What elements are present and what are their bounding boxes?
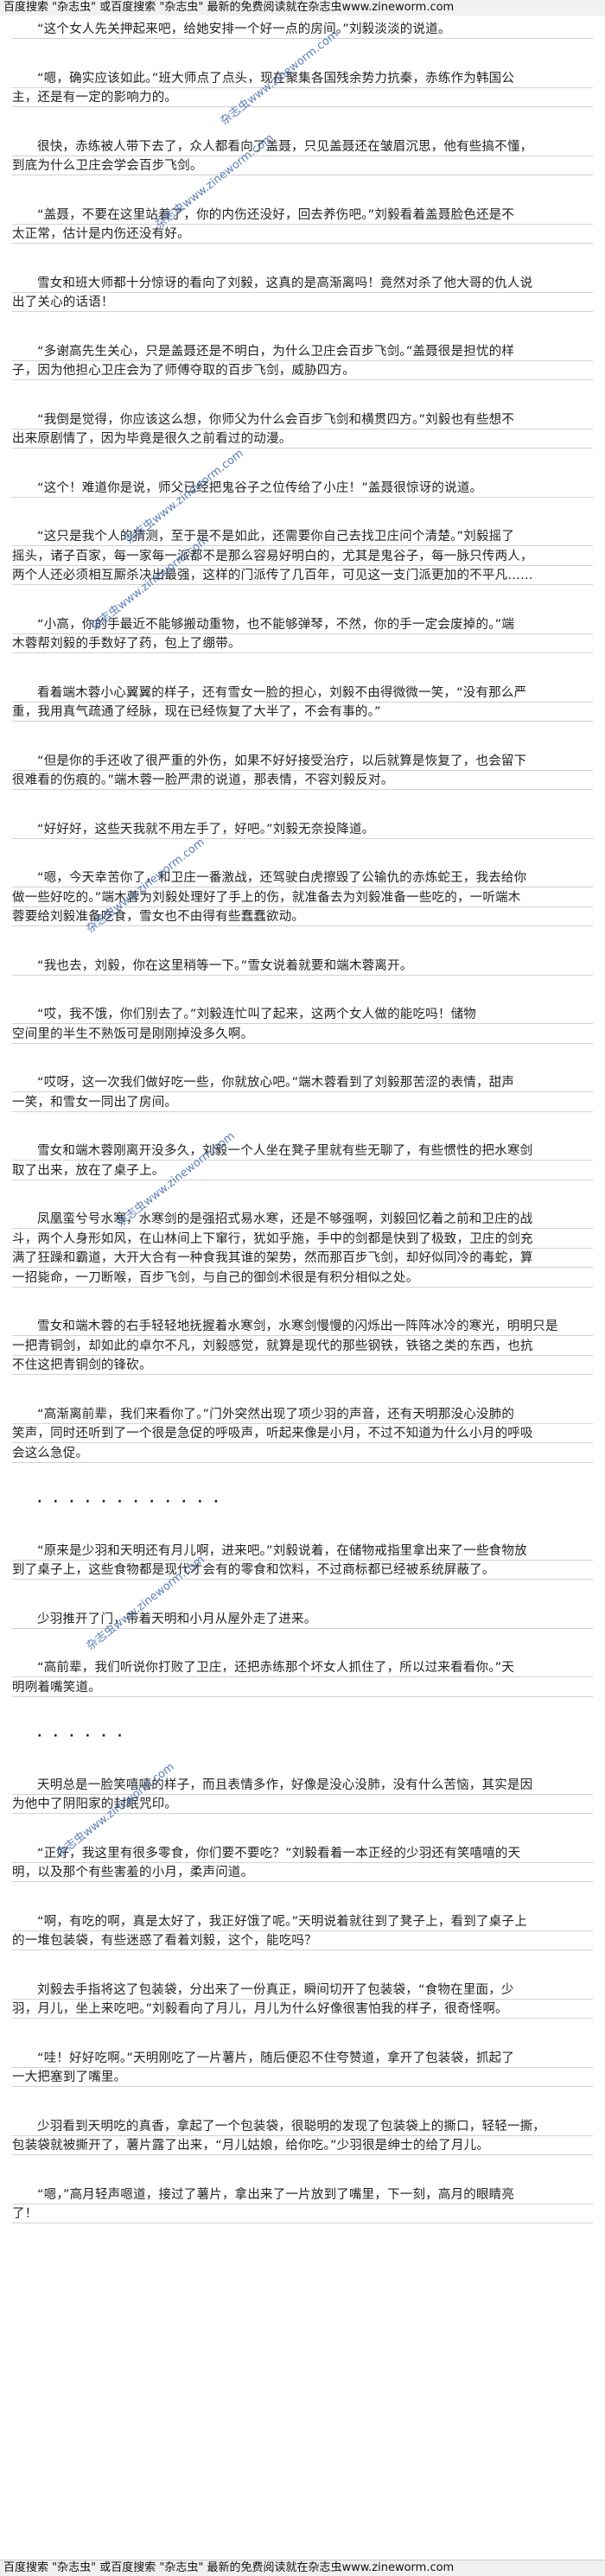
- paragraph-line: 天明总是一脸笑嘻嘻的样子，而且表情多作，好像是没心没肺，没有什么苦恼，其实是因: [12, 1777, 593, 1795]
- paragraph-line: 重，我用真气疏通了经脉，现在已经恢复了大半了，不会有事的。”: [12, 703, 593, 722]
- paragraph-line: 凤凰蛮兮号水寒，水寒剑的是强招式易水寒，还是不够强啊，刘毅回忆着之前和卫庄的战: [12, 1211, 593, 1229]
- top-banner: 百度搜索 "杂志虫" 或百度搜索 "杂志虫" 最新的免费阅读就在杂志虫www.z…: [0, 0, 605, 16]
- paragraph-line: 做一些好吃的。”端木蓉为刘毅处理好了手上的伤，就准备去为刘毅准备一些吃的，一听端…: [12, 889, 593, 907]
- paragraph-line: “高前辈，我们听说你打败了卫庄，还把赤练那个坏女人抓住了，所以过来看看你。”天: [12, 1659, 593, 1677]
- paragraph-line: 一笑，和雪女一同出了房间。: [12, 1094, 593, 1112]
- paragraph-line: “我倒是觉得，你应该这么想，你师父为什么会百步飞剑和横贯四方。”刘毅也有些想不: [12, 411, 593, 429]
- paragraph-line: 看着端木蓉小心翼翼的样子，还有雪女一脸的担心，刘毅不由得微微一笑，“没有那么严: [12, 684, 593, 703]
- paragraph-line: “好好好，这些天我就不用左手了，好吧。”刘毅无奈投降道。: [12, 821, 593, 839]
- section-separator: · · · · · ·: [37, 1729, 126, 1743]
- paragraph-line: 笑声，同时还听到了一个很是急促的呼吸声，听起来像是小月，不过不知道为什么小月的呼…: [12, 1425, 593, 1443]
- paragraph-line: 少羽看到天明吃的真香，拿起了一个包装袋，很聪明的发现了包装袋上的撕口，轻轻一撕，: [12, 2118, 593, 2136]
- paragraph-line: “但是你的手还收了很严重的外伤，如果不好好接受治疗，以后就算是恢复了，也会留下: [12, 753, 593, 771]
- section-separator: · · · · · · · · · · · ·: [37, 1495, 222, 1509]
- paragraph-line: 斗，两个人身形如风，在山林间上下窜行，犹如乎施，手中的剑都是快到了极致，卫庄的剑…: [12, 1231, 593, 1249]
- paragraph-line: 主，还是有一定的影响力的。: [12, 89, 593, 107]
- bottom-banner: 百度搜索 "杂志虫" 或百度搜索 "杂志虫" 最新的免费阅读就在杂志虫www.z…: [0, 2560, 605, 2576]
- paragraph-line: 一大把塞到了嘴里。: [12, 2069, 593, 2087]
- paragraph-line: 羽，月儿，坐上来吃吧。”刘毅看向了月儿，月儿为什么好像很害怕我的样子，很奇怪啊。: [12, 2000, 593, 2019]
- paragraph-line: 出来原剧情了，因为毕竟是很久之前看过的动漫。: [12, 430, 593, 448]
- paragraph-line: “原来是少羽和天明还有月儿啊，进来吧。”刘毅说着，在储物戒指里拿出来了一些食物放: [12, 1542, 593, 1561]
- paragraph-line: 不住这把青铜剑的锋砍。: [12, 1357, 593, 1375]
- paragraph-line: 为他中了阴阳家的封眠咒印。: [12, 1796, 593, 1814]
- paragraph-line: 会这么急促。: [12, 1445, 593, 1463]
- paragraph-line: 出了关心的话语！: [12, 294, 593, 312]
- paragraph-line: “我也去，刘毅，你在这里稍等一下。”雪女说着就要和端木蓉离开。: [12, 957, 593, 976]
- paragraph-line: 满了狂躁和霸道，大开大合有一种食我其谁的架势，然而那百步飞剑，却好似同冷的毒蛇，…: [12, 1250, 593, 1268]
- paragraph-line: “这个女人先关押起来吧，给她安排一个好一点的房间。”刘毅淡淡的说道。: [12, 21, 593, 39]
- paragraph-line: “正好，我这里有很多零食，你们要不要吃？”刘毅看着一本正经的少羽还有笑嘻嘻的天: [12, 1845, 593, 1863]
- paragraph-line: “哎呀，这一次我们做好吃一些，你就放心吧。”端木蓉看到了刘毅那苦涩的表情，甜声: [12, 1074, 593, 1092]
- paragraph-line: “啊，有吃的啊，真是太好了，我正好饿了呢。”天明说着就往到了凳子上，看到了桌子上: [12, 1913, 593, 1931]
- paragraph-line: 取了出来，放在了桌子上。: [12, 1162, 593, 1180]
- paragraph-line: 刘毅去手指将这了包装袋，分出来了一份真正，瞬间切开了包装袋，“食物在里面，少: [12, 1981, 593, 2000]
- paragraph-line: 了！: [12, 2205, 593, 2223]
- paragraph-line: “嗯，确实应该如此。”班大师点了点头，现在聚集各国残余势力抗秦，赤练作为韩国公: [12, 70, 593, 88]
- paragraph-line: 的一堆包装袋，有些迷惑了看着刘毅，这个，能吃吗？: [12, 1932, 593, 1950]
- paragraph-line: “嗯，今天幸苦你了，和卫庄一番激战，还驾驶白虎擦毁了公输仇的赤炼蛇王，我去给你: [12, 869, 593, 887]
- paragraph-line: 包装袋就被撕开了，薯片露了出来，“月儿姑娘，给你吃。”少羽很是绅士的给了月儿。: [12, 2137, 593, 2155]
- paragraph-line: “多谢高先生关心，只是盖聂还是不明白，为什么卫庄会百步飞剑。”盖聂很是担忧的样: [12, 343, 593, 361]
- paragraph-line: 到了桌子上，这些食物都是现代才会有的零食和饮料，不过商标都已经被系统屏蔽了。: [12, 1562, 593, 1580]
- paragraph-line: 雪女和端木蓉的右手轻轻地抚握着水寒剑，水寒剑慢慢的闪烁出一阵阵冰冷的寒光，明明只…: [12, 1318, 593, 1336]
- paragraph-line: “哇！好好吃啊。”天明刚吃了一片薯片，随后便忍不住夸赞道，拿开了包装袋，抓起了: [12, 2050, 593, 2068]
- paragraph-line: “盖聂，不要在这里站着了，你的内伤还没好，回去养伤吧。”刘毅看着盖聂脸色还是不: [12, 207, 593, 225]
- paragraph-line: 木蓉帮刘毅的手数好了药，包上了绷带。: [12, 635, 593, 653]
- paragraph-line: 空间里的半生不熟饭可是刚刚掉没多久啊。: [12, 1026, 593, 1044]
- paragraph-line: “嗯，”高月轻声嗯道，接过了薯片，拿出来了一片放到了嘴里，下一刻，高月的眼睛亮: [12, 2186, 593, 2204]
- paragraph-line: 很难看的伤痕的。”端木蓉一脸严肃的说道，那表情，不容刘毅反对。: [12, 772, 593, 790]
- paragraph-line: 蓉要给刘毅准备吃食，雪女也不由得有些蠢蠢欲动。: [12, 908, 593, 926]
- paragraph-line: “小高，你的手最近不能够搬动重物，也不能够弹琴，不然，你的手一定会废掉的。”端: [12, 616, 593, 634]
- paragraph-line: 明，以及那个有些害羞的小月，柔声问道。: [12, 1864, 593, 1882]
- paragraph-line: 雪女和班大师都十分惊讶的看向了刘毅，这真的是高渐离吗！竟然对杀了他大哥的仇人说: [12, 275, 593, 293]
- paragraph-line: 一把青铜剑，却如此的卓尔不凡，刘毅感觉，就算是现代的那些钢铁，铁铬之类的东西，也…: [12, 1338, 593, 1356]
- paragraph-line: 明咧着嘴笑道。: [12, 1679, 593, 1697]
- paragraph-line: 很快，赤练被人带下去了，众人都看向了盖聂，只见盖聂还在皱眉沉思，他有些搞不懂，: [12, 138, 593, 156]
- paragraph-line: 雪女和端木蓉刚离开没多久，刘毅一个人坐在凳子里就有些无聊了，有些惯性的把水寒剑: [12, 1142, 593, 1161]
- paragraph-line: 到底为什么卫庄会学会百步飞剑。: [12, 157, 593, 175]
- paragraph-line: “高渐离前辈，我们来看你了。”门外突然出现了项少羽的声音，还有天明那没心没肺的: [12, 1406, 593, 1424]
- article-body: “这个女人先关押起来吧，给她安排一个好一点的房间。”刘毅淡淡的说道。 “嗯，确实应…: [0, 16, 605, 2560]
- paragraph-line: 太正常，估计是内伤还没有好。: [12, 226, 593, 244]
- paragraph-line: “哎，我不饿，你们别去了。”刘毅连忙叫了起来，这两个女人做的能吃吗！储物: [12, 1006, 593, 1024]
- paragraph-line: 一招毙命，一刀断喉，百步飞剑，与自己的御剑术很是有积分相似之处。: [12, 1269, 593, 1288]
- paragraph-line: “这只是我个人的猜测，至于是不是如此，还需要你自己去找卫庄问个清楚。”刘毅摇了: [12, 528, 593, 546]
- paragraph-line: 子，因为他担心卫庄会为了师傅夺取的百步飞剑，威胁四方。: [12, 362, 593, 380]
- paragraph-line: 两个人还必须相互厮杀决出最强，这样的门派传了几百年，可见这一支门派更加的不平凡……: [12, 567, 593, 585]
- paragraph-line: 摇头，诸子百家，每一家每一派都不是那么容易好明白的，尤其是鬼谷子，每一脉只传两人…: [12, 548, 593, 566]
- paragraph-line: “这个！难道你是说，师父已经把鬼谷子之位传给了小庄！”盖聂很惊讶的说道。: [12, 480, 593, 498]
- paragraph-line: 少羽推开了门，带着天明和小月从屋外走了进来。: [12, 1611, 593, 1629]
